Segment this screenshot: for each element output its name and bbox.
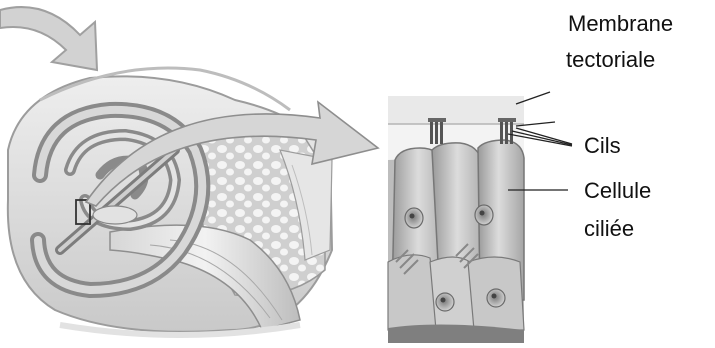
label-cils: Cils [584,132,621,160]
label-membrane-line2: tectoriale [566,46,655,74]
cochlea-cross-section [8,68,332,335]
label-cellule-line1: Cellule [584,177,651,205]
curved-arrow-icon [0,7,97,70]
label-cellule-line2: ciliée [584,215,634,243]
hair-cell-detail [388,96,524,343]
cils-leader-2 [516,128,572,144]
label-membrane-line1: Membrane [568,10,673,38]
